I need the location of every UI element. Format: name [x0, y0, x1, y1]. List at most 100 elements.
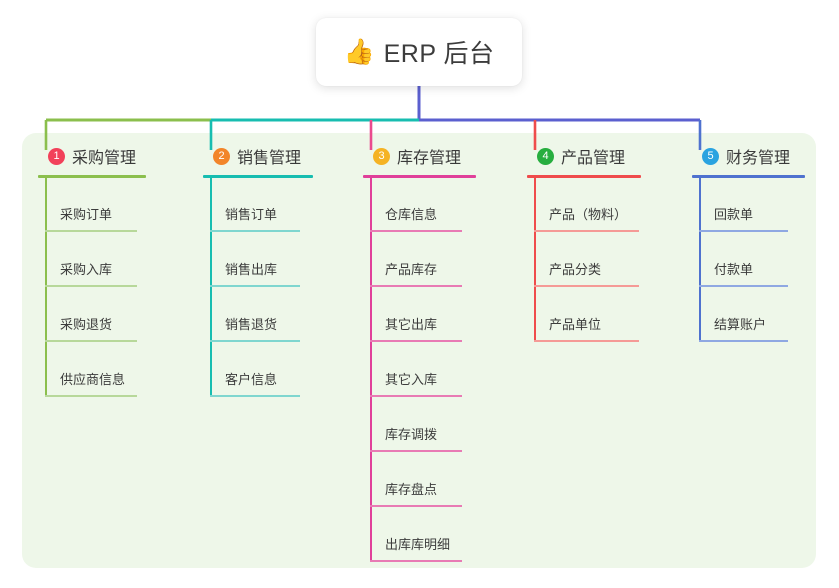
branch-item-label: 付款单: [714, 262, 754, 277]
root-node[interactable]: 👍 ERP 后台: [316, 18, 522, 86]
branch-header-5[interactable]: 5 财务管理: [692, 143, 805, 169]
branches-panel: [22, 133, 816, 568]
branch-item[interactable]: 产品单位: [527, 288, 641, 343]
branch-item-rule: [370, 560, 462, 562]
branch-item-label: 结算账户: [714, 317, 767, 332]
branch-item[interactable]: 仓库信息: [363, 178, 476, 233]
branch-item-list: 销售订单销售出库销售退货客户信息: [203, 178, 313, 398]
branch-item-list: 产品（物料） 产品分类产品单位: [527, 178, 641, 343]
branch-item-label: 回款单: [714, 207, 754, 222]
branch-item-rule: [45, 340, 137, 342]
branch-header-rule: [203, 175, 313, 178]
branch-index-badge: 5: [702, 147, 719, 165]
branch-header-2[interactable]: 2 销售管理: [203, 143, 313, 169]
branch-item-label: 其它出库: [385, 317, 438, 332]
branch-item-label: 出库库明细: [385, 537, 451, 552]
branch-title: 产品管理: [561, 150, 626, 167]
branch-item-label: 仓库信息: [385, 207, 438, 222]
branch-item[interactable]: 产品（物料）: [527, 178, 641, 233]
branch-item-list: 仓库信息产品库存其它出库其它入库库存调拨库存盘点出库库明细: [363, 178, 476, 563]
branch-item-rule: [210, 395, 300, 397]
branch-title: 财务管理: [726, 150, 791, 167]
branch-item-label: 产品分类: [549, 262, 602, 277]
branch-item-rule: [370, 340, 462, 342]
branch-item[interactable]: 库存盘点: [363, 453, 476, 508]
branch-item[interactable]: 结算账户: [692, 288, 805, 343]
branch-column-1: 1 采购管理采购订单采购入库采购退货供应商信息: [38, 143, 146, 398]
branch-title: 库存管理: [397, 150, 462, 167]
branch-item-rule: [45, 395, 137, 397]
branch-item-label: 其它入库: [385, 372, 438, 387]
branch-item[interactable]: 采购订单: [38, 178, 146, 233]
branch-header-rule: [692, 175, 805, 178]
branch-item[interactable]: 产品分类: [527, 233, 641, 288]
branch-item-rule: [699, 340, 788, 342]
branch-item-label: 产品单位: [549, 317, 602, 332]
branch-index-badge: 1: [48, 147, 65, 165]
branch-item-list: 回款单付款单结算账户: [692, 178, 805, 343]
branch-column-3: 3 库存管理仓库信息产品库存其它出库其它入库库存调拨库存盘点出库库明细: [363, 143, 476, 563]
branch-index-badge: 3: [373, 147, 390, 165]
branch-title: 采购管理: [72, 150, 137, 167]
branch-item[interactable]: 客户信息: [203, 343, 313, 398]
branch-item-label: 库存调拨: [385, 427, 438, 442]
branch-item[interactable]: 回款单: [692, 178, 805, 233]
branch-item[interactable]: 销售退货: [203, 288, 313, 343]
branch-item-rule: [210, 230, 300, 232]
branch-item-label: 采购退货: [60, 317, 113, 332]
branch-item[interactable]: 采购入库: [38, 233, 146, 288]
root-node-label: ERP 后台: [383, 40, 495, 68]
branch-item-rule: [699, 230, 788, 232]
branch-header-rule: [363, 175, 476, 178]
branch-item-label: 销售订单: [225, 207, 278, 222]
branch-index-badge: 2: [213, 147, 230, 165]
branch-item-label: 采购入库: [60, 262, 113, 277]
branch-item-rule: [534, 340, 639, 342]
branch-item-label: 采购订单: [60, 207, 113, 222]
branch-item-rule: [370, 505, 462, 507]
branch-item[interactable]: 供应商信息: [38, 343, 146, 398]
branch-item[interactable]: 出库库明细: [363, 508, 476, 563]
branch-header-rule: [527, 175, 641, 178]
branch-spine: [370, 178, 372, 561]
branch-item-label: 产品（物料）: [549, 207, 628, 222]
branch-header-1[interactable]: 1 采购管理: [38, 143, 146, 169]
branch-item-rule: [210, 340, 300, 342]
branch-spine: [534, 178, 536, 341]
branch-item-label: 产品库存: [385, 262, 438, 277]
branch-item-rule: [534, 230, 639, 232]
branch-item-label: 销售出库: [225, 262, 278, 277]
branch-header-3[interactable]: 3 库存管理: [363, 143, 476, 169]
branch-item[interactable]: 销售出库: [203, 233, 313, 288]
branch-header-rule: [38, 175, 146, 178]
branch-column-2: 2 销售管理销售订单销售出库销售退货客户信息: [203, 143, 313, 398]
branch-item-rule: [699, 285, 788, 287]
branch-item[interactable]: 付款单: [692, 233, 805, 288]
branch-item-rule: [370, 450, 462, 452]
thumbs-up-icon: 👍: [343, 37, 375, 66]
branch-item[interactable]: 其它出库: [363, 288, 476, 343]
branch-item-rule: [534, 285, 639, 287]
branch-item-rule: [370, 230, 462, 232]
branch-item-label: 销售退货: [225, 317, 278, 332]
branch-item-rule: [370, 395, 462, 397]
branch-item[interactable]: 采购退货: [38, 288, 146, 343]
branch-title: 销售管理: [237, 150, 302, 167]
branch-item-label: 供应商信息: [60, 372, 126, 387]
branch-spine: [699, 178, 701, 341]
branch-item-list: 采购订单采购入库采购退货供应商信息: [38, 178, 146, 398]
branch-spine: [45, 178, 47, 396]
branch-item[interactable]: 销售订单: [203, 178, 313, 233]
branch-item[interactable]: 其它入库: [363, 343, 476, 398]
branch-item[interactable]: 产品库存: [363, 233, 476, 288]
branch-item[interactable]: 库存调拨: [363, 398, 476, 453]
branch-spine: [210, 178, 212, 396]
branch-item-label: 客户信息: [225, 372, 278, 387]
branch-column-5: 5 财务管理回款单付款单结算账户: [692, 143, 805, 343]
branch-item-rule: [370, 285, 462, 287]
branch-item-rule: [210, 285, 300, 287]
branch-item-rule: [45, 230, 137, 232]
